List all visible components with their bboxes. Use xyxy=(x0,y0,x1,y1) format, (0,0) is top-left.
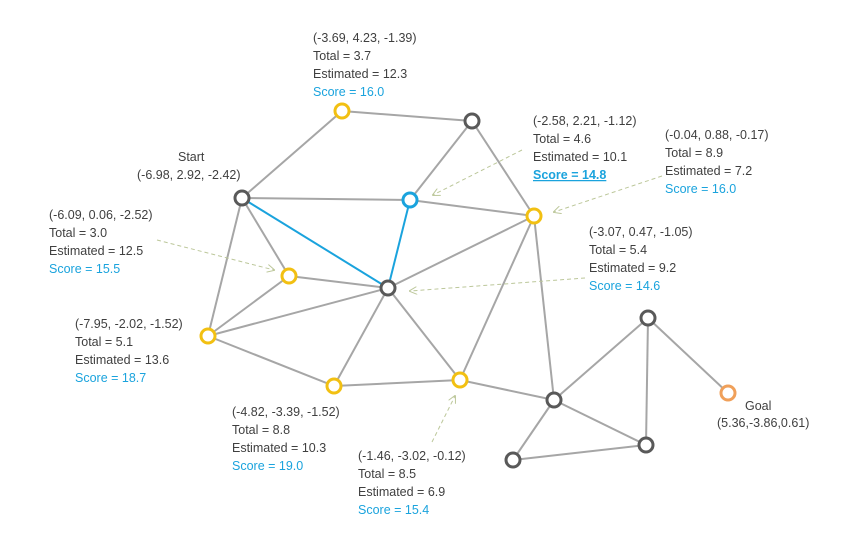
node-open[interactable] xyxy=(325,377,343,395)
nodes xyxy=(199,102,737,469)
node-coord: (-3.07, 0.47, -1.05) xyxy=(589,225,693,239)
node-estimated: Estimated = 7.2 xyxy=(665,164,752,178)
node-current[interactable] xyxy=(401,191,419,209)
node-total: Total = 5.1 xyxy=(75,335,133,349)
edge xyxy=(387,215,535,289)
node-coord: (-1.46, -3.02, -0.12) xyxy=(358,449,466,463)
edge xyxy=(553,399,647,446)
arrow xyxy=(410,277,586,291)
node-closed[interactable] xyxy=(463,112,481,130)
node-total: Total = 8.8 xyxy=(232,423,290,437)
edge xyxy=(387,287,461,381)
arrow xyxy=(431,396,455,443)
node-estimated: Estimated = 6.9 xyxy=(358,485,445,499)
edge xyxy=(647,317,729,394)
node-visited[interactable] xyxy=(379,279,397,297)
arrow xyxy=(433,149,523,195)
edge xyxy=(471,120,535,217)
goal-coord: (5.36,-3.86,0.61) xyxy=(717,416,809,430)
node-total: Total = 8.5 xyxy=(358,467,416,481)
node-open[interactable] xyxy=(199,327,217,345)
edge xyxy=(553,317,649,401)
node-coord: (-4.82, -3.39, -1.52) xyxy=(232,405,340,419)
node-coord: (-6.09, 0.06, -2.52) xyxy=(49,208,153,222)
node-coord: (-3.69, 4.23, -1.39) xyxy=(313,31,417,45)
edge xyxy=(207,335,335,387)
node-estimated: Estimated = 9.2 xyxy=(589,261,676,275)
node-coord: (-0.04, 0.88, -0.17) xyxy=(665,128,769,142)
path-edge xyxy=(241,197,389,289)
node-start[interactable] xyxy=(233,189,251,207)
edge xyxy=(207,287,389,337)
node-estimated: Estimated = 12.3 xyxy=(313,67,407,81)
node-estimated: Estimated = 10.1 xyxy=(533,150,627,164)
path-edge xyxy=(387,199,411,289)
node-score: Score = 15.5 xyxy=(49,262,120,276)
node-goal[interactable] xyxy=(719,384,737,402)
node-closed[interactable] xyxy=(504,451,522,469)
node-coord: (-2.58, 2.21, -1.12) xyxy=(533,114,637,128)
edge xyxy=(241,197,411,201)
edge xyxy=(512,399,555,461)
edges xyxy=(207,110,729,461)
edge xyxy=(241,197,290,277)
node-open[interactable] xyxy=(451,371,469,389)
node-open[interactable] xyxy=(525,207,543,225)
start-title: Start xyxy=(178,150,205,164)
edge xyxy=(341,110,473,122)
node-estimated: Estimated = 12.5 xyxy=(49,244,143,258)
node-score: Score = 16.0 xyxy=(313,85,384,99)
node-total: Total = 8.9 xyxy=(665,146,723,160)
edge xyxy=(207,275,290,337)
edge xyxy=(241,110,343,199)
node-closed[interactable] xyxy=(637,436,655,454)
edge xyxy=(533,215,555,401)
arrow xyxy=(554,175,663,212)
edge xyxy=(459,379,555,401)
edge xyxy=(459,215,535,381)
node-coord: (-7.95, -2.02, -1.52) xyxy=(75,317,183,331)
node-estimated: Estimated = 13.6 xyxy=(75,353,169,367)
node-total: Total = 4.6 xyxy=(533,132,591,146)
edge xyxy=(409,199,535,217)
node-total: Total = 3.7 xyxy=(313,49,371,63)
node-score: Score = 18.7 xyxy=(75,371,146,385)
edge xyxy=(512,444,647,461)
node-closed[interactable] xyxy=(639,309,657,327)
node-score-best: Score = 14.8 xyxy=(533,168,606,182)
node-score: Score = 16.0 xyxy=(665,182,736,196)
node-total: Total = 5.4 xyxy=(589,243,647,257)
goal-title: Goal xyxy=(745,399,771,413)
edge xyxy=(288,275,389,289)
node-score: Score = 15.4 xyxy=(358,503,429,517)
edge xyxy=(409,120,473,201)
node-score: Score = 14.6 xyxy=(589,279,660,293)
start-coord: (-6.98, 2.92, -2.42) xyxy=(137,168,241,182)
edge xyxy=(645,317,649,446)
edge xyxy=(333,379,461,387)
node-open[interactable] xyxy=(280,267,298,285)
arrow xyxy=(156,239,274,270)
node-estimated: Estimated = 10.3 xyxy=(232,441,326,455)
node-closed[interactable] xyxy=(545,391,563,409)
annotation-arrows xyxy=(156,149,663,443)
node-score: Score = 19.0 xyxy=(232,459,303,473)
edge xyxy=(207,197,243,337)
edge xyxy=(333,287,389,387)
node-total: Total = 3.0 xyxy=(49,226,107,240)
node-open[interactable] xyxy=(333,102,351,120)
node-labels: Start (-6.98, 2.92, -2.42) Goal (5.36,-3… xyxy=(49,31,809,517)
